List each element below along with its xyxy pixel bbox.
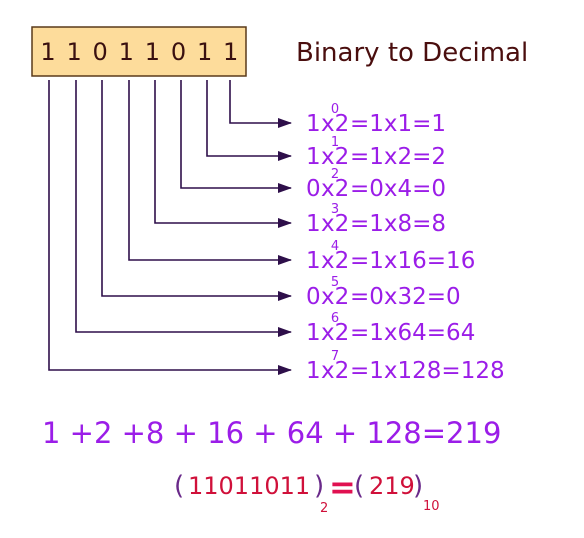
- binary-digit-3: 1: [119, 38, 134, 66]
- term-bit: 0: [306, 284, 321, 310]
- term-expression: =0x4=0: [350, 176, 446, 202]
- term-base: x2: [321, 284, 349, 310]
- term-bit: 1: [306, 248, 321, 274]
- term-base: x2: [321, 358, 349, 384]
- term-base: x2: [321, 320, 349, 346]
- bit-connectors: [48, 80, 292, 375]
- term-exponent: 3: [331, 202, 339, 217]
- binary-digit-0: 1: [40, 38, 55, 66]
- term-exponent: 6: [331, 311, 339, 326]
- term-bit: 0: [306, 176, 321, 202]
- binary-digit-7: 1: [223, 38, 238, 66]
- term-expression: =1x1=1: [350, 111, 446, 137]
- connector-arrow-5: [101, 80, 292, 301]
- result-decimal-number: 219: [369, 472, 415, 500]
- connector-arrow-4: [128, 80, 292, 265]
- term-exponent: 0: [331, 102, 339, 117]
- result-expression: ( 11011011 ) 2 = ( 219 ) 10: [174, 468, 440, 516]
- term-exponent: 2: [331, 167, 339, 182]
- term-exponent: 7: [331, 349, 339, 364]
- term-base: x2: [321, 176, 349, 202]
- binary-digit-4: 1: [145, 38, 160, 66]
- term-exponent: 4: [331, 239, 339, 254]
- term-expression: =1x2=2: [350, 144, 446, 170]
- term-expression: =1x128=128: [350, 358, 505, 384]
- binary-digit-box: [31, 26, 247, 77]
- result-open-paren-decimal: (: [354, 471, 364, 501]
- connector-arrow-3: [154, 80, 292, 228]
- term-expression: =1x8=8: [350, 211, 446, 237]
- term-expression: =1x16=16: [350, 248, 475, 274]
- result-open-paren-binary: (: [174, 471, 184, 501]
- term-bit: 1: [306, 320, 321, 346]
- binary-digit-5: 0: [171, 38, 186, 66]
- sum-expression: 1 +2 +8 + 16 + 64 + 128=219: [42, 416, 501, 450]
- binary-digit-6: 1: [197, 38, 212, 66]
- term-exponent: 1: [331, 135, 339, 150]
- connector-arrow-2: [180, 80, 292, 193]
- term-base: x2: [321, 144, 349, 170]
- term-bit: 1: [306, 111, 321, 137]
- result-decimal-base: 10: [423, 499, 440, 514]
- binary-digit-1: 1: [66, 38, 81, 66]
- term-expression: =1x64=64: [350, 320, 475, 346]
- term-bit: 1: [306, 358, 321, 384]
- result-binary-base: 2: [320, 501, 328, 516]
- connector-arrow-6: [75, 80, 292, 337]
- term-base: x2: [321, 111, 349, 137]
- binary-digit-2: 0: [93, 38, 108, 66]
- result-equals-sign: =: [329, 468, 356, 506]
- connector-arrow-0: [229, 80, 292, 128]
- result-close-paren-binary: ): [314, 471, 324, 501]
- diagram-title: Binary to Decimal: [296, 38, 528, 68]
- term-base: x2: [321, 211, 349, 237]
- term-bit: 1: [306, 211, 321, 237]
- term-exponent: 5: [331, 275, 339, 290]
- term-base: x2: [321, 248, 349, 274]
- term-bit: 1: [306, 144, 321, 170]
- result-close-paren-decimal: ): [413, 471, 423, 501]
- term-expression: =0x32=0: [350, 284, 461, 310]
- result-binary-number: 11011011: [188, 472, 310, 500]
- connector-arrow-1: [206, 80, 292, 161]
- connector-arrow-7: [48, 80, 292, 375]
